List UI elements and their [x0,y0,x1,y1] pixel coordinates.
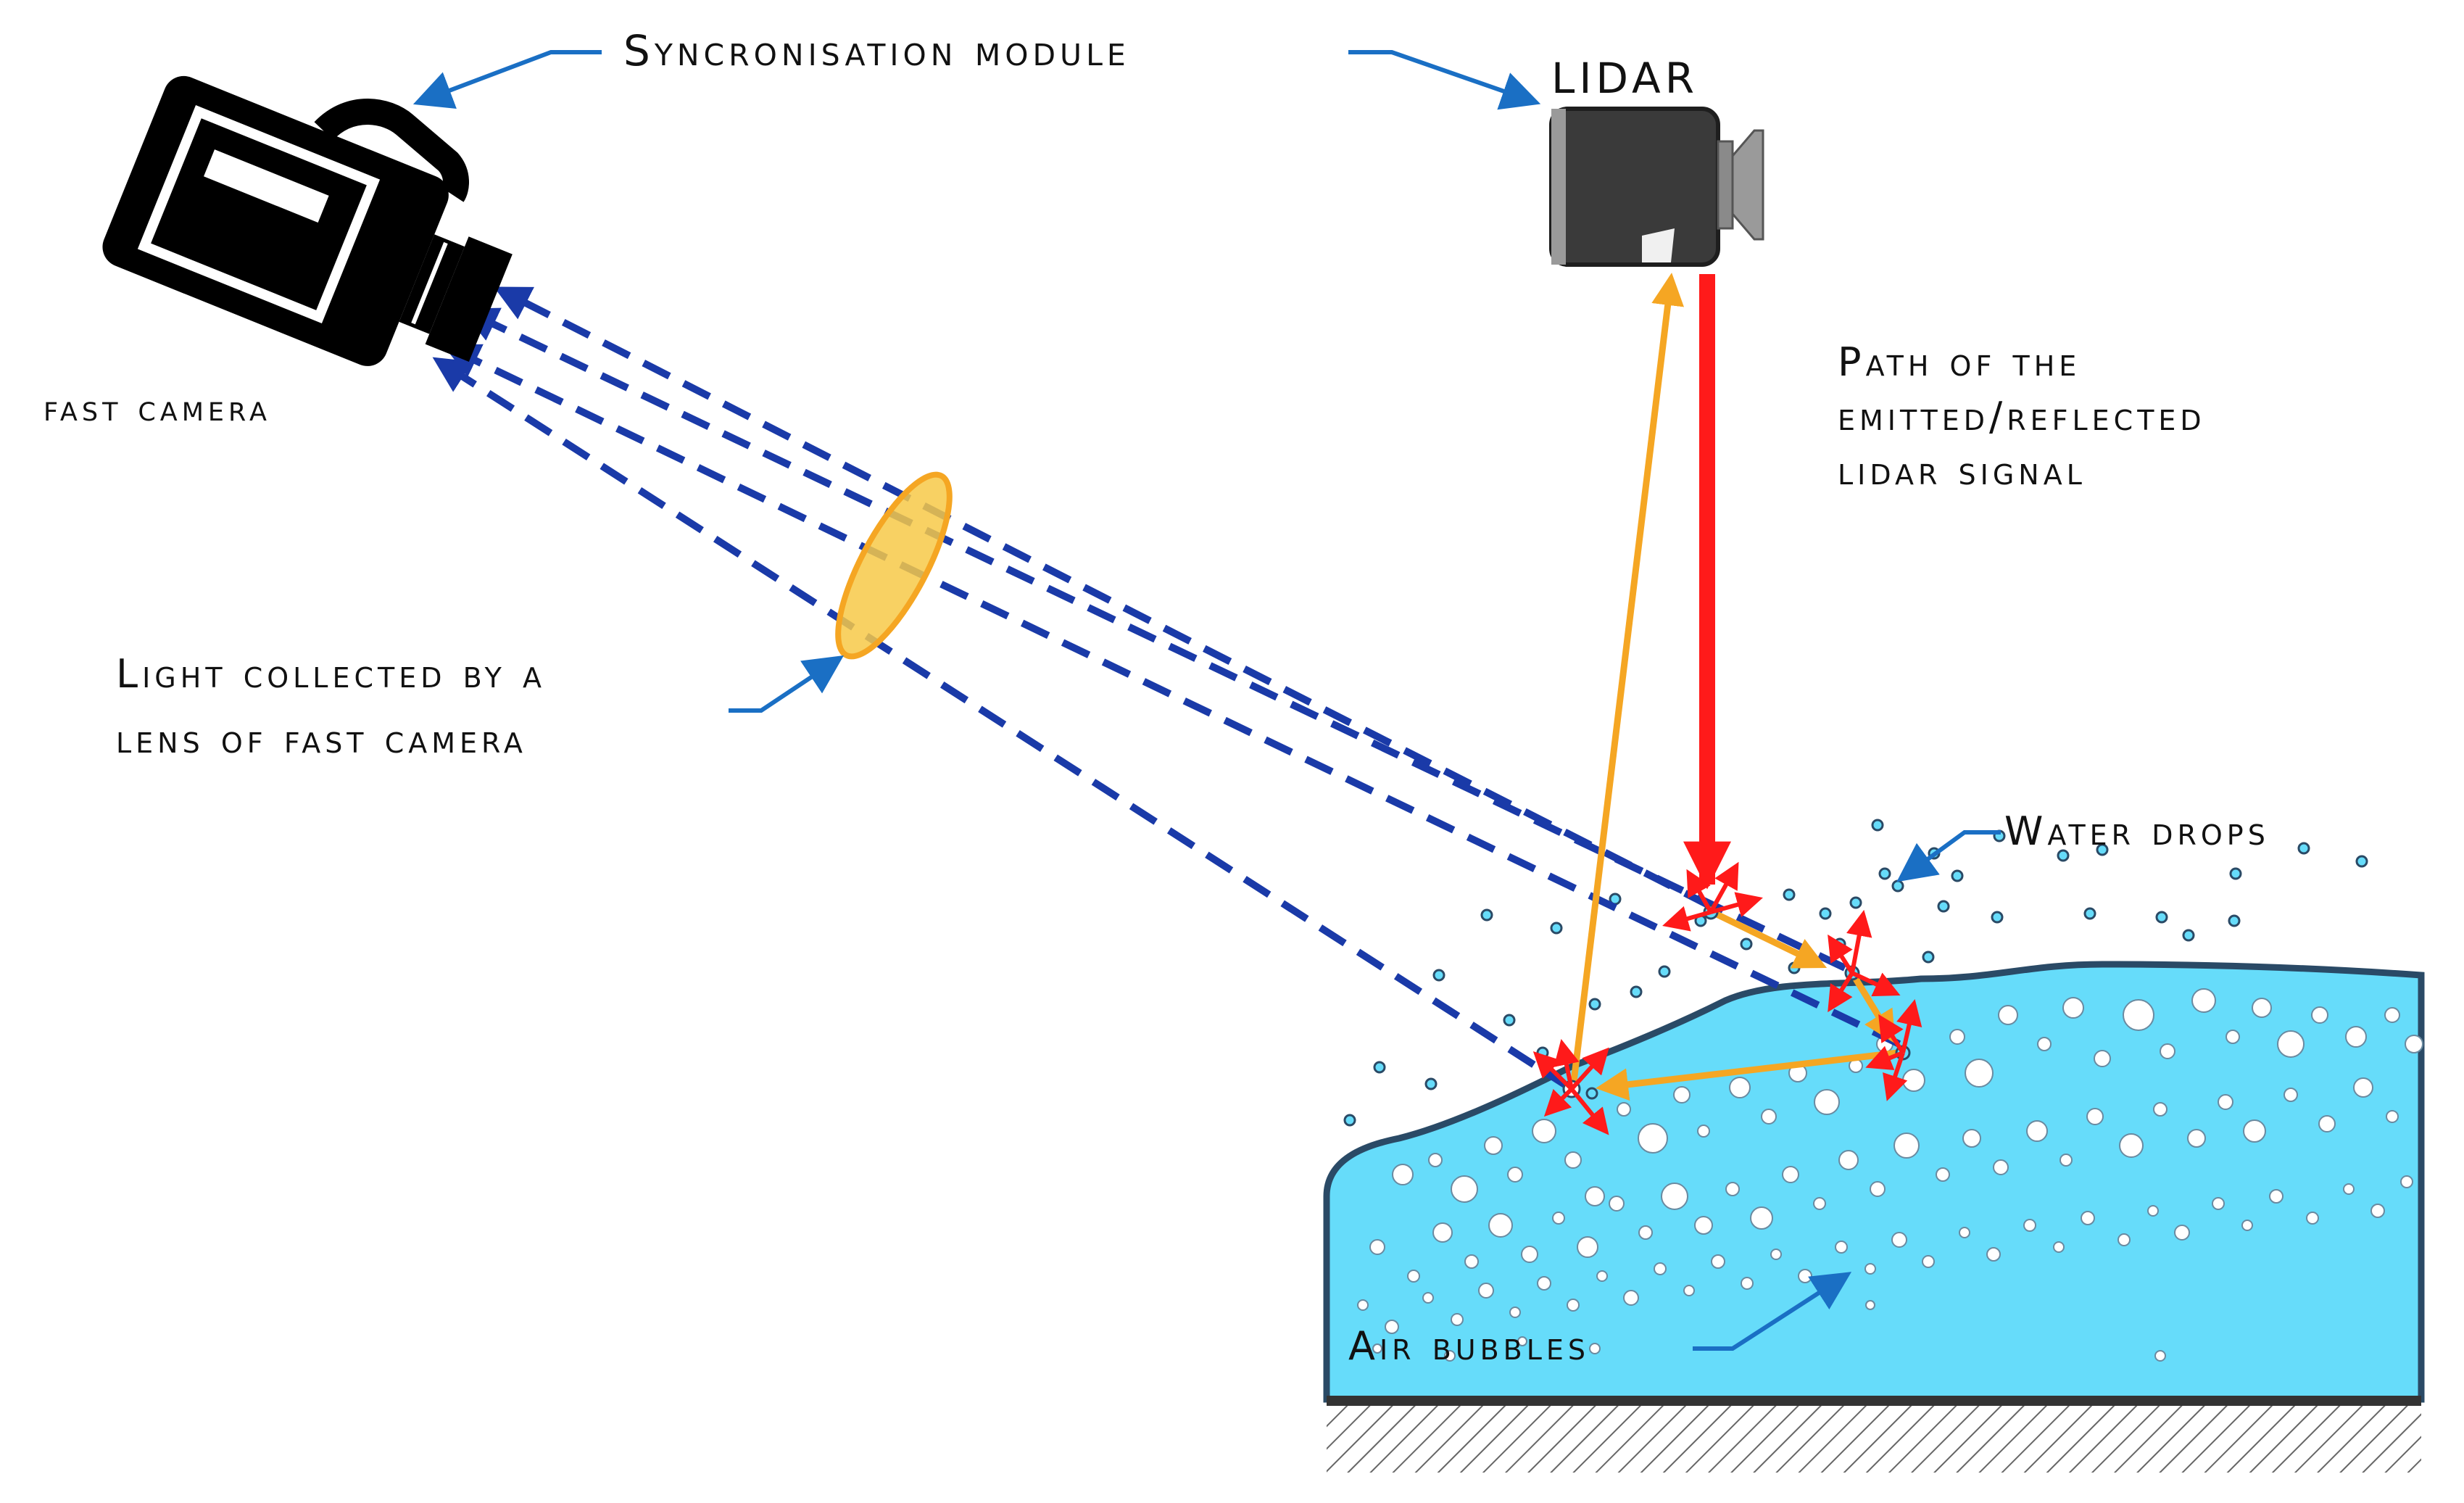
reflection-path [1569,273,1899,1101]
camera-icon [102,75,513,366]
tank-floor [1327,1396,2421,1406]
lens-leader [729,655,844,713]
sync-module-label: Syncronisation module [623,26,1130,75]
scatter-point-3 [1865,998,1922,1101]
camera-ray-2 [460,307,1847,972]
signal-path-label-line3: lidar signal [1838,448,2086,494]
drops-leader [1896,830,2001,882]
camera-ray-1 [494,286,1713,910]
lidar-device-icon [1549,107,1764,267]
water-drops-label: Water drops [2004,808,2270,854]
lidar-label: LIDAR [1551,54,1698,103]
lens-icon [835,471,953,660]
scatter-point-4 [1532,1038,1609,1135]
scattering-points [1532,861,1922,1135]
signal-path-label-line1: Path of the [1838,339,2081,385]
fast-camera-label: fast camera [43,387,271,429]
camera-ray-4 [432,357,1574,1093]
bubbles-leader [1693,1272,1852,1351]
ground-hatch [1327,1406,2421,1473]
lens-label-line1: Light collected by a [116,651,546,697]
scatter-point-2 [1828,909,1901,1013]
camera-rays [432,286,1901,1093]
sync-leader-left [412,50,602,109]
signal-path-label-line2: emitted/reflected [1838,394,2206,439]
lens-label-line2: lens of fast camera [116,716,527,762]
air-bubbles [1357,988,2423,1362]
air-bubbles-label: Air bubbles [1348,1323,1590,1369]
scatter-point-1 [1662,861,1763,932]
camera-ray-3 [442,344,1901,1048]
annotation-leaders [412,50,2001,1351]
sync-leader-right [1348,50,1541,110]
